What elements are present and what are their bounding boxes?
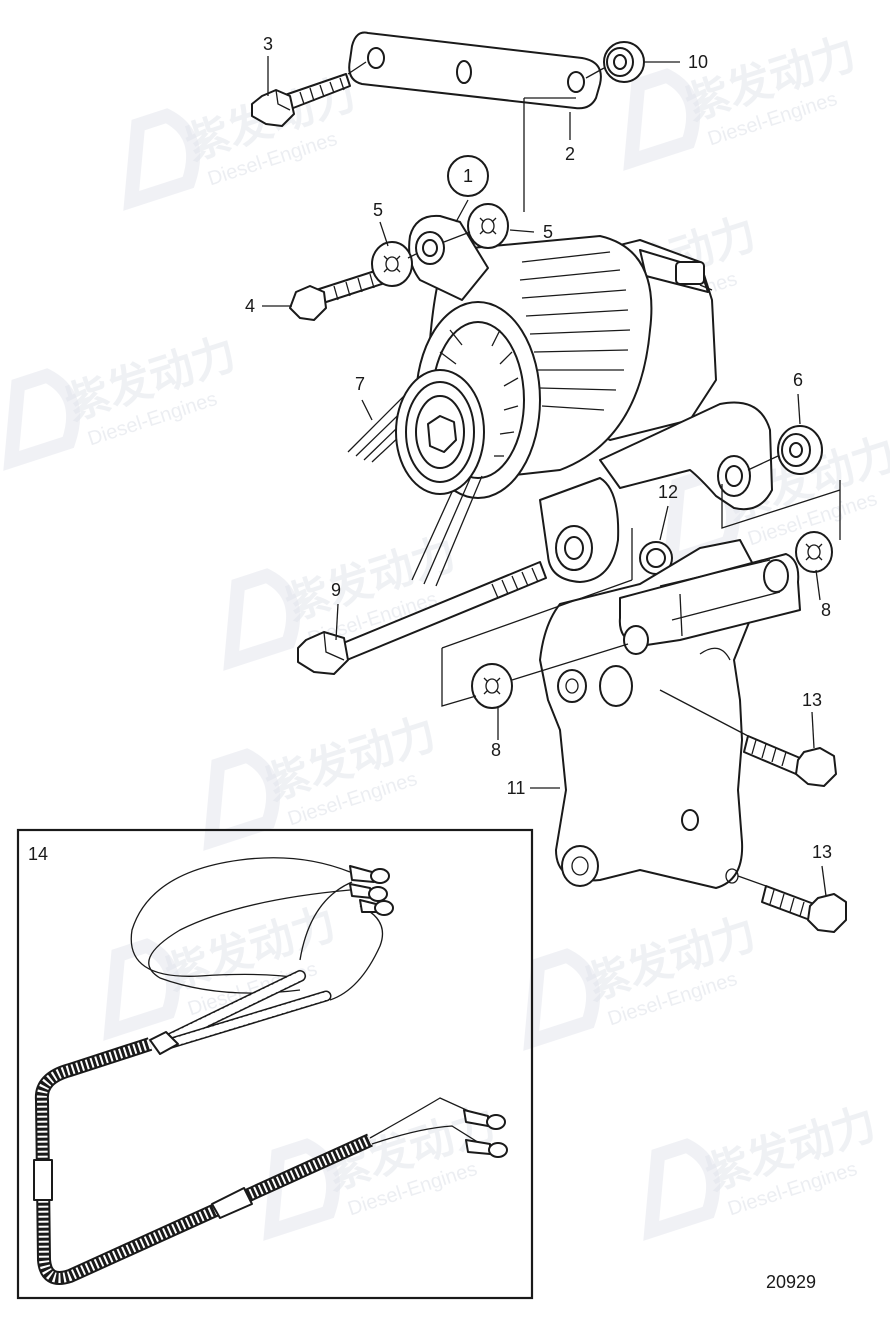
part-5-washer-right <box>467 203 509 249</box>
callout-9: 9 <box>331 580 341 600</box>
callout-12: 12 <box>658 482 678 502</box>
part-10-flange-nut <box>603 41 645 83</box>
conduit-sleeve <box>33 1159 53 1201</box>
callout-1: 1 <box>463 166 473 186</box>
callout-5-left: 5 <box>373 200 383 220</box>
part-8-washer-left <box>471 663 513 709</box>
watermark-tile: 紫发动力 Diesel-Engines <box>643 1099 882 1241</box>
part-12-spacer-ring <box>639 541 673 575</box>
part-3-bolt <box>251 73 351 127</box>
watermark-tile: 紫发动力 Diesel-Engines <box>203 709 442 851</box>
callout-2: 2 <box>565 144 575 164</box>
watermark-tile: 紫发动力 Diesel-Engines <box>103 899 342 1041</box>
callout-4: 4 <box>245 296 255 316</box>
inset-frame <box>16 828 534 1300</box>
callout-8-left: 8 <box>491 740 501 760</box>
callout-6: 6 <box>793 370 803 390</box>
part-1-alternator <box>408 214 773 583</box>
watermark-layer: 紫发动力 Diesel-Engines 紫发动力 Diesel-Engines … <box>3 29 890 1241</box>
leader-lines <box>262 56 841 897</box>
watermark-tile: 紫发动力 Diesel-Engines <box>523 909 762 1051</box>
part-4-bolt <box>289 269 383 321</box>
ring-terminal <box>359 899 394 916</box>
inset-label: 14 <box>28 844 48 864</box>
part-6-flange-nut <box>777 425 823 475</box>
alternator-cooling-fins <box>519 251 631 411</box>
ring-terminal <box>349 865 390 884</box>
callout-5-right: 5 <box>543 222 553 242</box>
drawing-number: 20929 <box>766 1272 816 1292</box>
callouts: 1 2 3 4 5 5 6 7 8 8 9 10 11 12 13 13 <box>245 34 832 862</box>
part-2-bracket-strap <box>348 31 602 110</box>
callout-13-upper: 13 <box>802 690 822 710</box>
part-9-long-bolt <box>297 561 547 675</box>
callout-3: 3 <box>263 34 273 54</box>
part-11-mounting-bracket <box>539 539 801 889</box>
watermark-tile: 紫发动力 Diesel-Engines <box>623 29 862 171</box>
part-13-bolt-upper <box>743 735 837 787</box>
callout-10: 10 <box>688 52 708 72</box>
part-13-bolt-lower <box>761 885 847 933</box>
callout-8-right: 8 <box>821 600 831 620</box>
part-5-washer-left <box>371 241 413 287</box>
conduit-sleeve <box>211 1187 253 1219</box>
alternator-pulley <box>395 369 485 495</box>
callout-7: 7 <box>355 374 365 394</box>
callout-13-lower: 13 <box>812 842 832 862</box>
part-8-washer-right <box>795 531 833 573</box>
watermark-tile: 紫发动力 Diesel-Engines <box>3 329 242 471</box>
ring-terminal <box>465 1139 508 1158</box>
callout-11: 11 <box>507 778 526 798</box>
inset-14-wiring-harness: 14 <box>16 828 534 1300</box>
ring-terminal <box>349 883 388 902</box>
ring-terminal <box>463 1109 506 1130</box>
